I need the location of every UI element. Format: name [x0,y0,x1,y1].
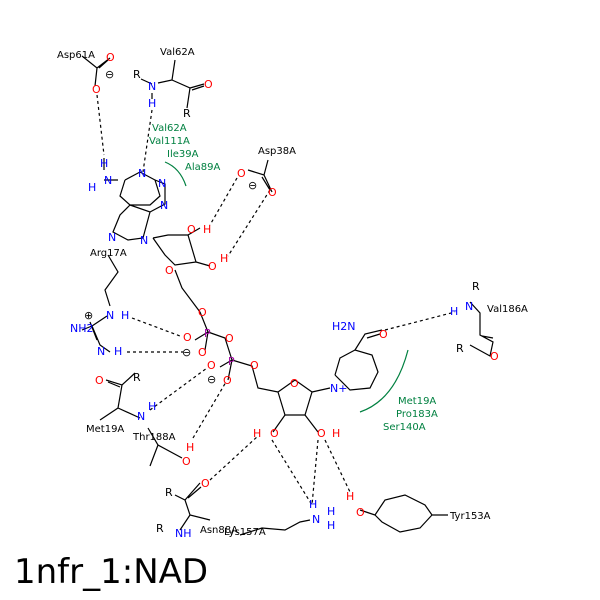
hydrophobic-label: Pro183A [396,409,438,420]
hydrophobic-label: Ile39A [167,149,199,160]
hydrophobic-label: Val62A [152,123,187,134]
oxygen-atom: O [356,506,365,519]
oxygen-atom: O [198,306,207,319]
residue-label-asp61a: Asp61A [57,50,95,61]
residue-label-val62a: Val62A [160,47,195,58]
hydrogen-atom: H [186,441,194,454]
hydrogen-atom: H [220,252,228,265]
phosphorus-atom: P [204,327,211,340]
oxygen-atom: O [208,260,217,273]
hydrophobic-labels: Val62A Val111A Ile39A Ala89A Met19A Pro1… [149,123,438,433]
hydrophobic-label: Val111A [149,136,190,147]
hydrogen-atom: H [327,505,335,518]
hydrogen-atom: H [203,223,211,236]
hydrogen-atom: H [450,305,458,318]
nitrogen-atom: N [106,309,114,322]
residue-label-arg17a: Arg17A [90,248,127,259]
r-group: R [165,486,173,499]
nitrogen-atom: N [108,231,116,244]
r-group: R [472,280,480,293]
oxygen-atom: O [270,427,279,440]
residue-label-met19a: Met19A [86,424,124,435]
bonds [81,55,494,536]
negative-charge-icon: ⊖ [207,373,216,386]
hydrogen-atom: H [121,309,129,322]
r-group: R [133,371,141,384]
residue-label-val186a: Val186A [487,304,528,315]
r-group: R [133,68,141,81]
hydrogen-atom: H [332,427,340,440]
oxygen-atom: O [207,359,216,372]
hydrophobic-label: Met19A [398,396,436,407]
residue-label-thr188a: Thr188A [132,432,176,443]
hydrogen-atom: H [114,345,122,358]
oxygen-atom: O [201,477,210,490]
oxygen-atom: O [95,374,104,387]
hydrogen-atom: H [309,498,317,511]
hydrophobic-arcs [164,161,409,413]
nitrogen-atom: N [160,199,168,212]
nitrogen-atom: N [148,80,156,93]
hydrogen-atom: H [346,490,354,503]
oxygen-atom: O [379,328,388,341]
hydrogen-atom: H [148,400,156,413]
h2n-group: H2N [332,320,356,333]
phosphorus-atom: P [228,355,235,368]
oxygen-atom: O [237,167,246,180]
hydrogen-atom: H [253,427,261,440]
nh-group: NH [175,527,192,540]
oxygen-atom: O [187,223,196,236]
r-group: R [456,342,464,355]
negative-charge-icon: ⊖ [182,346,191,359]
residue-label-asn88a: Asn88A [200,525,238,536]
oxygen-atom: O [225,332,234,345]
residue-label-lys157a: Lys157A [224,527,266,538]
r-group: R [183,107,191,120]
oxygen-atom: O [106,51,115,64]
oxygen-atom: O [268,186,277,199]
nh2-group: NH2 [70,322,94,335]
oxygen-atom: O [182,455,191,468]
nplus-atom: N+ [330,382,347,395]
nitrogen-atom: N [158,177,166,190]
oxygen-atom: O [317,427,326,440]
residue-label-asp38a: Asp38A [258,146,296,157]
nitrogen-atom: N [97,345,105,358]
nitrogen-atom: N [312,513,320,526]
oxygen-atom: O [290,377,299,390]
oxygen-atom: O [183,331,192,344]
oxygen-atom: O [250,359,259,372]
nitrogen-atom: N [140,234,148,247]
oxygen-atom: O [92,83,101,96]
hydrogen-atom: H [100,157,108,170]
hydrophobic-label: Ser140A [383,422,426,433]
page-title: 1nfr_1:NAD [14,552,209,592]
oxygen-atom: O [490,350,499,363]
atom-labels: O O O O O O O O O O O O O O O O O O O O … [70,51,499,540]
oxygen-atom: O [223,374,232,387]
negative-charge-icon: ⊖ [248,179,257,192]
nitrogen-atom: N [137,410,145,423]
hydrogen-atom: H [88,181,96,194]
hydrogen-bonds [96,94,456,506]
oxygen-atom: O [165,264,174,277]
residue-label-tyr153a: Tyr153A [449,511,491,522]
hydrogen-atom: H [327,519,335,532]
negative-charge-icon: ⊖ [105,68,114,81]
r-group: R [156,522,164,535]
hydrogen-atom: H [148,97,156,110]
nitrogen-atom: N [465,300,473,313]
oxygen-atom: O [204,78,213,91]
oxygen-atom: O [198,346,207,359]
nitrogen-atom: N [104,174,112,187]
residue-labels: Asp61A Val62A Asp38A Arg17A Val186A Met1… [57,47,528,538]
hydrophobic-label: Ala89A [185,162,220,173]
positive-charge-icon: ⊕ [84,309,93,322]
nitrogen-atom: N [138,167,146,180]
